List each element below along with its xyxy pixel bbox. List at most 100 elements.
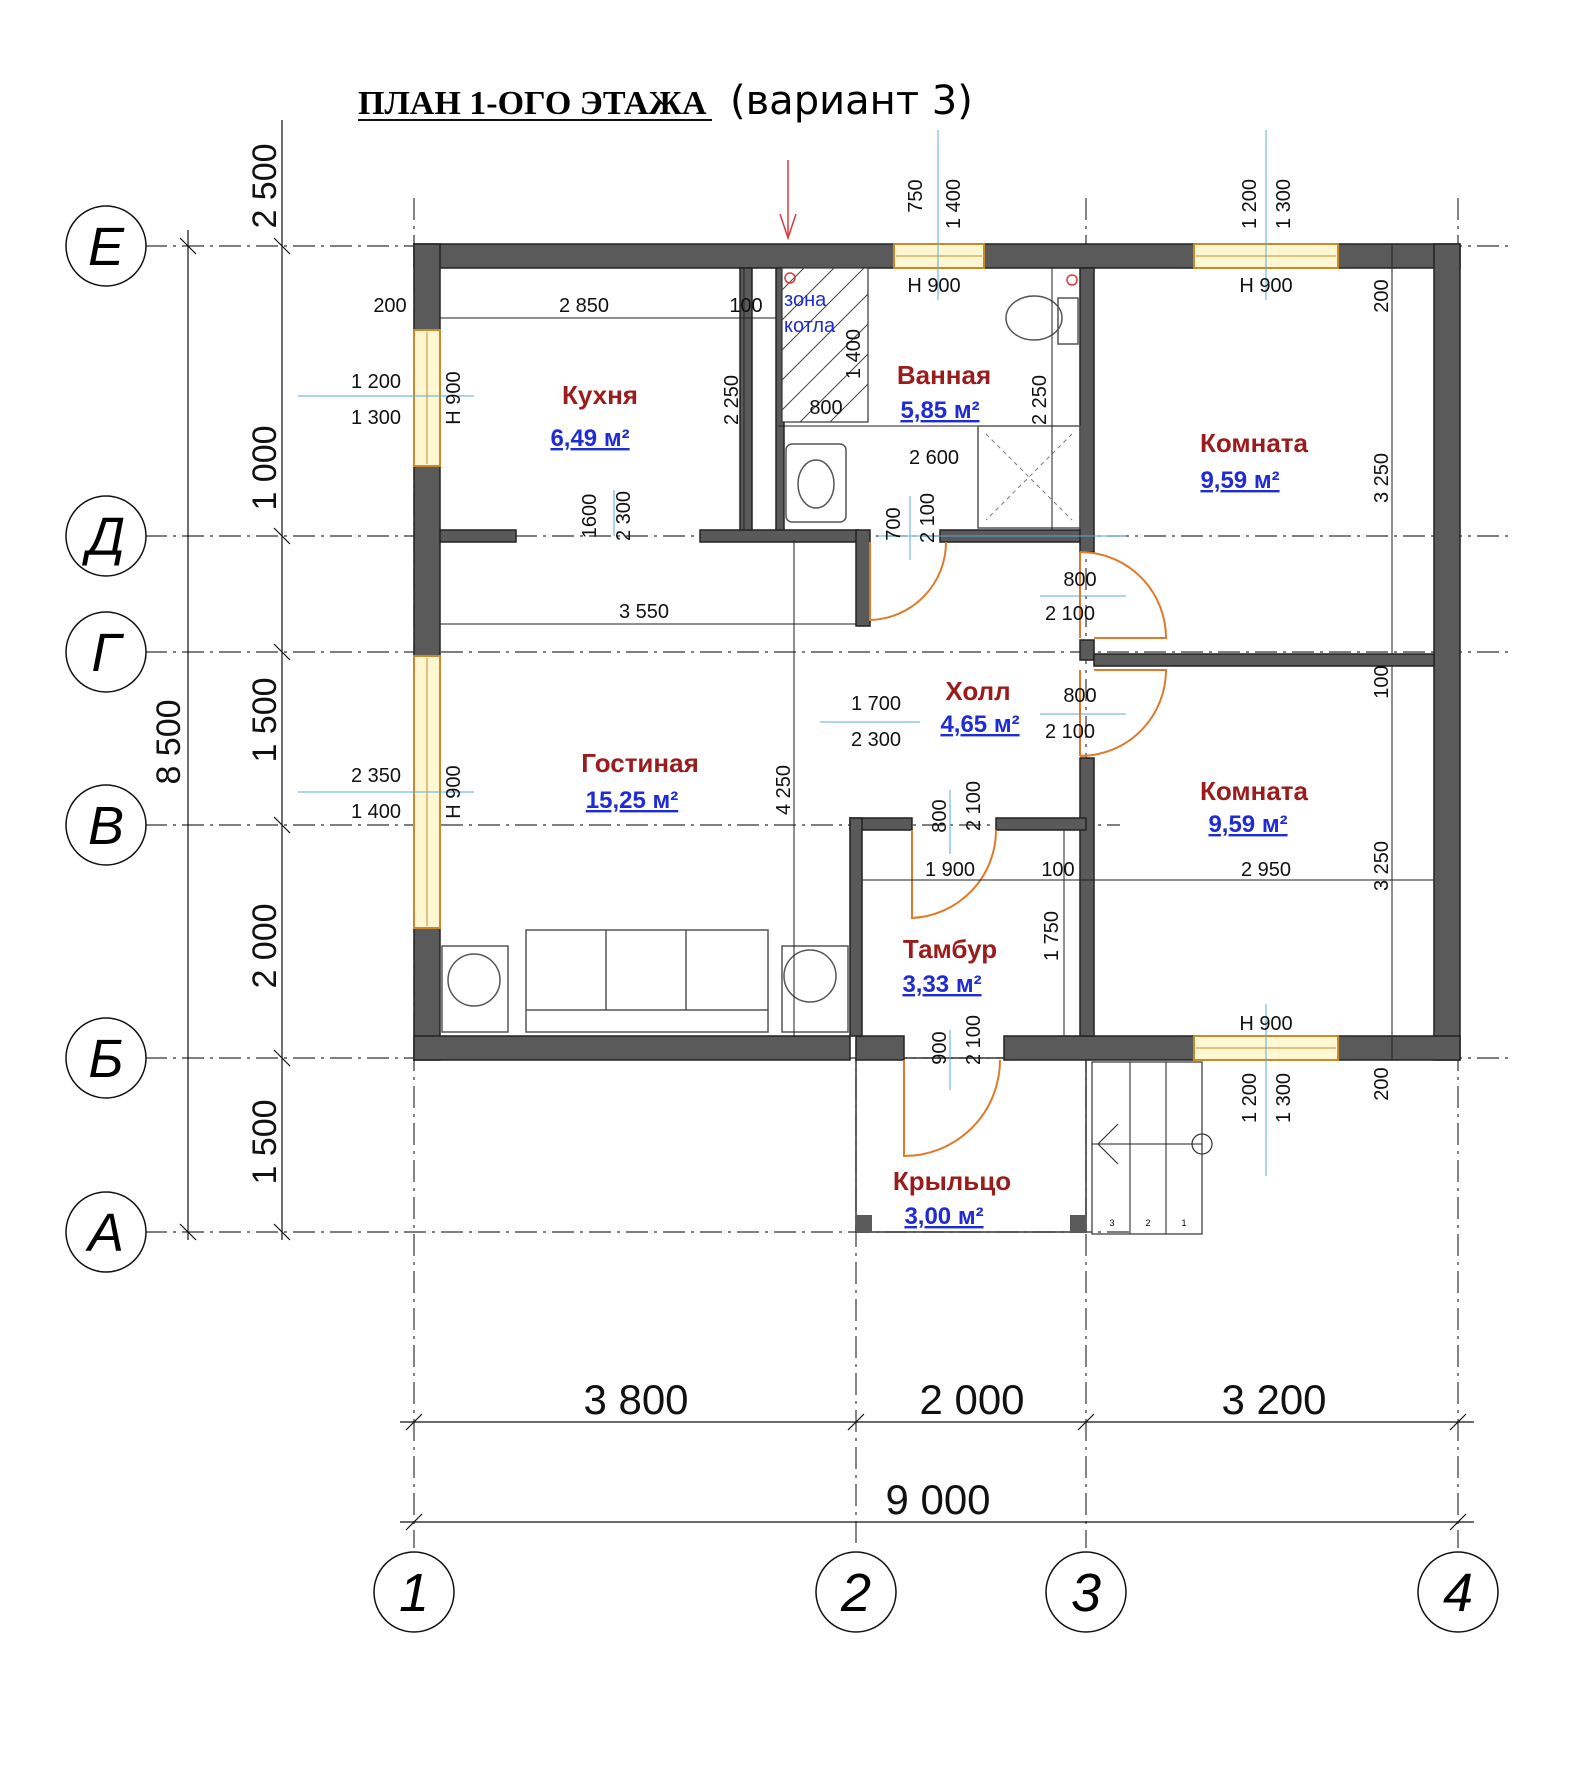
room-area-hall: 4,65 м² — [940, 711, 1019, 738]
dim-label: 2 100 — [1045, 603, 1095, 625]
dim-label: 3 250 — [1371, 841, 1393, 891]
porch-outline — [855, 1057, 1087, 1233]
dim-label: 800 — [1063, 685, 1096, 707]
sofa-icon — [525, 929, 769, 1033]
doors — [869, 541, 1168, 1158]
dim-label: 200 — [1371, 1067, 1393, 1100]
room-area-bathroom: 5,85 м² — [900, 397, 979, 424]
dimension-labels: 200 2 850 100 1 200 1 300 Н 900 Н 900 Н … — [351, 179, 1393, 1123]
door-porch — [903, 1059, 1001, 1158]
dim-label: 2 350 — [351, 765, 401, 787]
dim-label: 2 100 — [917, 493, 939, 543]
dim-label: 1 400 — [943, 179, 965, 229]
axis-bubble-2: 2 — [815, 1551, 897, 1633]
dim-total-width: 9 000 — [885, 1476, 990, 1523]
axis-bubble-e: Е — [65, 205, 147, 287]
armchair-left-icon — [441, 945, 509, 1033]
dim-label: 750 — [905, 179, 927, 212]
door-room2 — [1079, 669, 1168, 757]
axis-bubble-a: А — [65, 1191, 147, 1273]
stair-step-2: 2 — [1145, 1218, 1150, 1228]
entrance-arrow-icon — [779, 160, 797, 241]
svg-text:1: 1 — [399, 1563, 429, 1623]
axis-bubble-1: 1 — [373, 1551, 455, 1633]
dim-segment-b: 2 000 — [246, 903, 284, 988]
shower-icon — [977, 425, 1081, 529]
dim-label: 2 100 — [963, 781, 985, 831]
dim-label: 1 700 — [851, 693, 901, 715]
dim-label: 800 — [1063, 569, 1096, 591]
wall-kitchen-south-a — [439, 529, 517, 543]
column-axis-bubbles: 1 2 3 4 — [373, 1551, 1499, 1633]
room-area-vestibule: 3,33 м² — [902, 971, 981, 998]
wall-bottom-porch-left — [855, 1035, 905, 1061]
dim-label: Н 900 — [443, 371, 465, 424]
row-axis-bubbles: Е Д Г В Б А — [65, 205, 147, 1273]
stair-step-1: 1 — [1181, 1218, 1186, 1228]
room-name-living: Гостиная — [581, 748, 699, 778]
dim-segment-e: 2 500 — [246, 143, 284, 228]
plan-subtitle: (вариант 3) — [730, 78, 973, 124]
dim-label: 3 250 — [1371, 453, 1393, 503]
stairs: 3 2 1 — [1091, 1061, 1213, 1235]
room-area-room-1: 9,59 м² — [1200, 467, 1279, 494]
boiler-zone-label-1: зона — [784, 289, 827, 311]
dim-label: 100 — [1041, 859, 1074, 881]
wall-room2-west — [1079, 757, 1095, 1037]
room-name-kitchen: Кухня — [562, 380, 638, 410]
dim-label: Н 900 — [443, 765, 465, 818]
dim-label: Н 900 — [907, 275, 960, 297]
wall-room1-west — [1079, 267, 1095, 553]
internal-dimension-lines — [440, 244, 1434, 1060]
dim-segment-v: 1 500 — [246, 677, 284, 762]
door-bath — [869, 541, 947, 622]
dim-total-height: 8 500 — [150, 699, 188, 784]
boiler-zone: зона котла — [781, 267, 869, 423]
dim-label: 1 300 — [351, 407, 401, 429]
dim-label: 2 850 — [559, 295, 609, 317]
svg-text:2: 2 — [840, 1563, 871, 1623]
svg-text:А: А — [85, 1203, 124, 1263]
svg-text:Б: Б — [88, 1029, 123, 1089]
dim-label: 100 — [1371, 665, 1393, 698]
dim-label: 1 400 — [351, 801, 401, 823]
boiler-marker-icon — [784, 272, 796, 284]
wall-bottom-left — [413, 1035, 851, 1061]
dim-segment-a: 1 500 — [246, 1099, 284, 1184]
svg-text:Е: Е — [88, 217, 125, 277]
dim-label: 1 200 — [1239, 179, 1261, 229]
bath-marker-icon — [1066, 274, 1078, 286]
dim-label: 1 300 — [1273, 179, 1295, 229]
dim-label: 1 900 — [925, 859, 975, 881]
dim-label: 1 400 — [843, 329, 865, 379]
dim-label: 1 300 — [1273, 1073, 1295, 1123]
door-vestibule — [911, 829, 998, 920]
dim-label: 2 300 — [851, 729, 901, 751]
dim-label: 200 — [373, 295, 406, 317]
svg-text:Д: Д — [82, 507, 125, 567]
wall-vestibule-north-b — [995, 817, 1087, 831]
room-area-porch: 3,00 м² — [904, 1203, 983, 1230]
dim-label: 2 950 — [1241, 859, 1291, 881]
dim-label: 2 600 — [909, 447, 959, 469]
dim-label: Н 900 — [1239, 275, 1292, 297]
dim-span-2-3: 2 000 — [919, 1376, 1024, 1423]
dim-label: 1 200 — [1239, 1073, 1261, 1123]
room-name-hall: Холл — [945, 676, 1010, 706]
door-room1 — [1079, 551, 1168, 639]
room-labels: Кухня 6,49 м² Ванная 5,85 м² Комната 9,5… — [550, 360, 1308, 1230]
dim-label: 1 750 — [1041, 911, 1063, 961]
dim-label: 100 — [729, 295, 762, 317]
wall-kitchen-south-b — [699, 529, 859, 543]
dim-label: 1 200 — [351, 371, 401, 393]
room-name-porch: Крыльцо — [893, 1166, 1011, 1196]
plan-title: ПЛАН 1-ОГО ЭТАЖА — [358, 85, 707, 122]
room-name-room-1: Комната — [1200, 428, 1309, 458]
boiler-zone-label-2: котла — [784, 315, 836, 337]
stair-step-3: 3 — [1109, 1218, 1114, 1228]
armchair-right-icon — [781, 945, 849, 1033]
room-area-living: 15,25 м² — [586, 787, 678, 814]
wall-rooms-divider — [1093, 653, 1435, 667]
dim-label: 1600 — [579, 494, 601, 539]
